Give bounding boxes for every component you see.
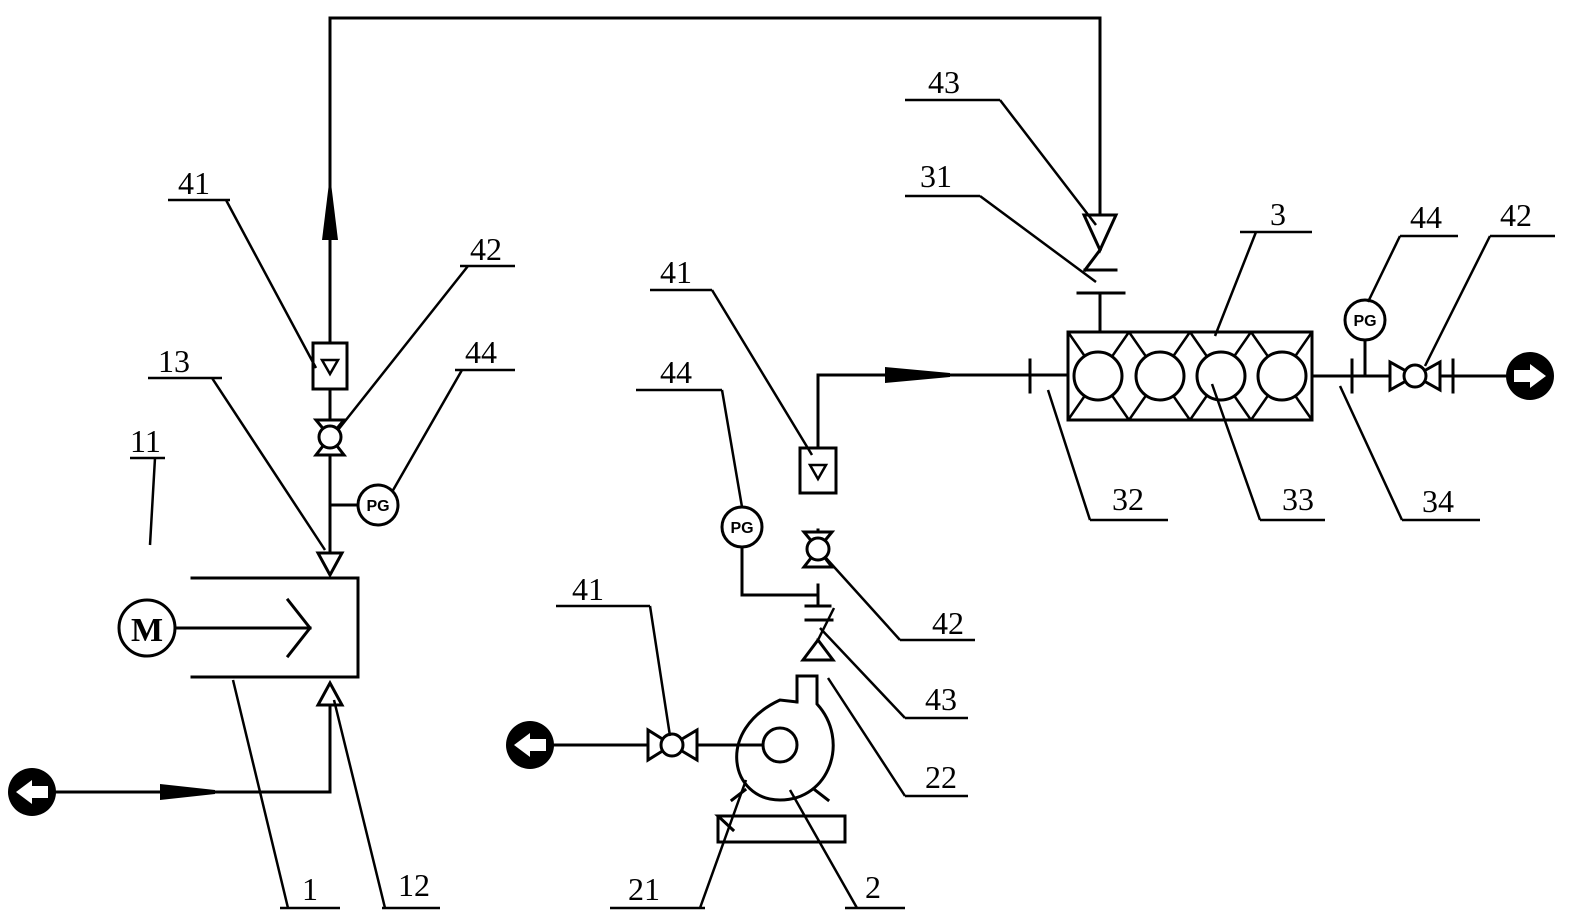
unit-3-static-mixer [1066,330,1314,422]
label-22: 22 [925,759,957,795]
mixer-top-inlet-31 [1076,213,1126,334]
pg-label: PG [366,498,389,515]
mixer-outlet-34 [1310,338,1507,394]
label-43-top: 43 [928,64,960,100]
label-2: 2 [865,869,881,905]
inlet-connector-icon-left [8,768,56,816]
unit-1-mixing-tank [174,576,360,679]
label-11: 11 [130,423,161,459]
label-41-left: 41 [178,165,210,201]
flowmeter-41-left [311,341,349,391]
check-valve-43-pump [800,607,836,662]
part-labels: 1 11 12 13 41 42 44 2 21 22 41 41 44 42 … [130,64,1532,907]
valve-42-outlet [1388,359,1442,393]
label-42-left: 42 [470,231,502,267]
tank-outlet-pipe [322,175,358,555]
tank-inlet-pipe [53,703,332,800]
nozzle-13 [315,551,345,579]
flow-arrow-up-icon [322,175,338,240]
motor-11: M [117,598,177,658]
flowmeter-41-pump [798,446,838,495]
label-44-outlet: 44 [1410,199,1442,235]
label-33: 33 [1282,481,1314,517]
nozzle-12 [315,679,345,707]
pg-label: PG [730,520,753,537]
valve-42-left [312,418,348,457]
label-34: 34 [1422,483,1454,519]
flow-arrow-icon [160,784,215,800]
top-return-pipe [328,16,1102,362]
inlet-connector-icon-pump [506,721,554,769]
valve-41-suction [646,727,699,763]
flow-arrow-icon [885,367,950,383]
label-1: 1 [302,871,318,907]
label-12: 12 [398,867,430,903]
mixer-inlet-flange-32 [1028,358,1070,394]
label-21: 21 [628,871,660,907]
motor-label: M [131,612,163,649]
label-41-pump: 41 [660,254,692,290]
pressure-gauge-44-outlet: PG [1343,298,1387,342]
label-32: 32 [1112,481,1144,517]
outlet-connector-icon [1506,352,1554,400]
unit-2-centrifugal-pump [714,674,847,844]
label-31: 31 [920,158,952,194]
pressure-gauge-44-left: PG [356,483,400,527]
pg-label: PG [1353,313,1376,330]
label-44-pump: 44 [660,354,692,390]
label-42-outlet: 42 [1500,197,1532,233]
label-41-suction: 41 [572,571,604,607]
label-3: 3 [1270,196,1286,232]
label-44-left: 44 [465,334,497,370]
label-42-pump: 42 [932,605,964,641]
valve-42-pump [800,530,836,569]
leader-lines [130,98,1555,910]
label-13: 13 [158,343,190,379]
label-43-pump: 43 [925,681,957,717]
pressure-gauge-44-pump: PG [720,505,764,549]
